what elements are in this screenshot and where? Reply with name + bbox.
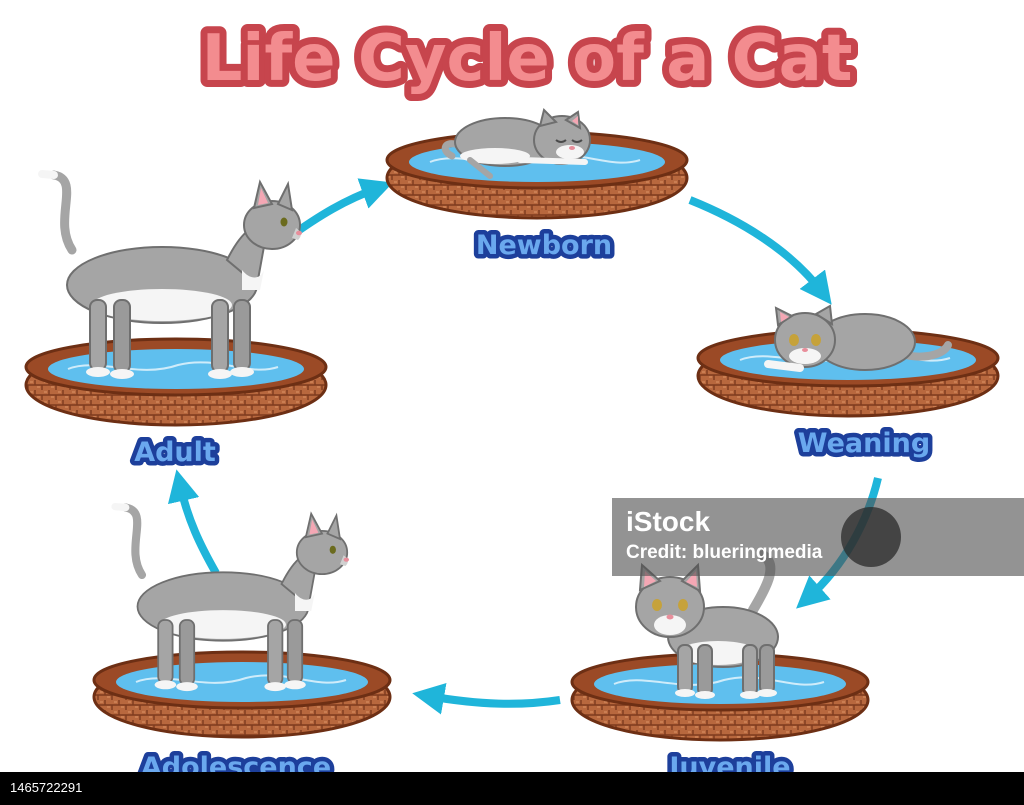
stage-label-weaning: Weaning Weaning: [793, 424, 934, 464]
basket-adolescence: [92, 650, 392, 739]
stage-juvenile: Juvenile Juvenile: [570, 555, 870, 788]
cat-newborn-illustration: [441, 108, 591, 179]
image-id-text: 1465722291: [10, 780, 83, 795]
cat-weaning-illustration: [764, 304, 952, 372]
stage-label-newborn: Newborn Newborn: [471, 226, 616, 266]
basket-juvenile: [570, 652, 870, 742]
basket-adult: [24, 337, 328, 427]
label-newborn-outline: Newborn: [476, 230, 612, 261]
arrow-juvenile-to-adolescence: [412, 682, 561, 715]
diagram-title: Life Cycle of a Cat Life Cycle of a Cat: [195, 15, 860, 103]
arrow-newborn-to-weaning: [688, 196, 832, 305]
watermark-credit: Credit: blueringmedia: [626, 542, 823, 563]
title-text: Life Cycle of a Cat: [202, 22, 853, 96]
title-outline: Life Cycle of a Cat: [202, 22, 853, 96]
stage-label-adult: Adult Adult: [130, 433, 221, 473]
label-adult: Adult: [134, 437, 216, 468]
label-weaning-outline: Weaning: [798, 428, 930, 459]
label-newborn: Newborn: [476, 230, 612, 261]
arrow-adult-to-newborn: [285, 178, 394, 242]
footer-bar: 1465722291: [0, 772, 1024, 805]
watermark-circle-icon: [841, 507, 901, 567]
stage-adult: Adult Adult: [24, 174, 328, 473]
stage-weaning: Weaning Weaning: [696, 304, 1000, 464]
watermark-banner: iStock Credit: blueringmedia: [612, 498, 1024, 576]
watermark-brand: iStock: [626, 506, 711, 537]
stage-adolescence: Adolescence Adolescence: [92, 507, 392, 788]
label-adult-outline: Adult: [134, 437, 216, 468]
arrow-adolescence-to-adult: [167, 469, 220, 575]
label-weaning: Weaning: [798, 428, 930, 459]
stage-newborn: Newborn Newborn: [385, 108, 689, 266]
